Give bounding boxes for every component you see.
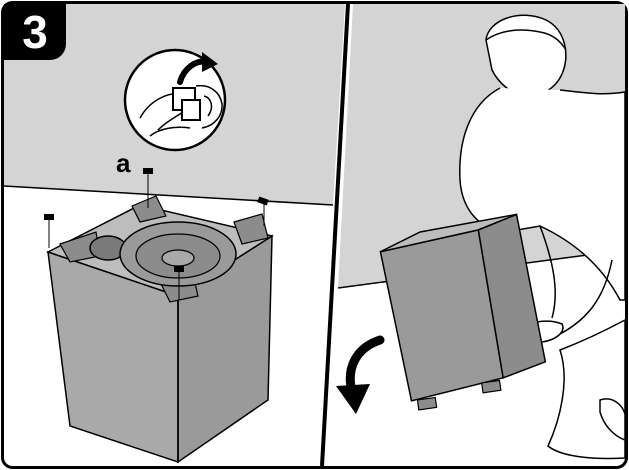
foot-pads	[44, 168, 269, 300]
curved-arrow-icon	[177, 52, 218, 85]
right-panel	[336, 4, 626, 460]
zoom-inset	[123, 48, 227, 152]
pad-front	[174, 266, 184, 272]
pad-right	[257, 196, 269, 206]
person	[459, 14, 626, 460]
part-label-a: a	[116, 148, 131, 178]
subwoofer-upside-down	[46, 195, 274, 464]
left-floor-line	[3, 185, 334, 206]
panel-divider	[320, 3, 350, 467]
left-panel	[3, 4, 345, 464]
pad-a	[143, 168, 153, 174]
tilt-arrow-icon	[336, 335, 385, 414]
step-number-badge: 3	[4, 4, 66, 60]
subwoofer-tilted	[379, 213, 547, 411]
pad-left	[44, 214, 54, 220]
